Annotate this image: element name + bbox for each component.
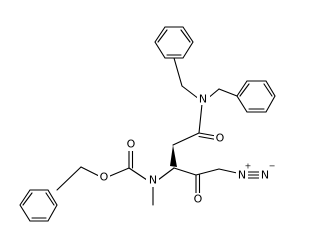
carbamate-nitrogen-label: N bbox=[149, 174, 157, 187]
amide-nitrogen-label: N bbox=[199, 93, 207, 106]
amide-oxygen-label: O bbox=[216, 132, 225, 145]
stereo-wedge-bond bbox=[170, 145, 177, 167]
chemical-structure-diagram: N O N O O O N + N − bbox=[19, 26, 276, 222]
benzene-ring-top-left bbox=[154, 26, 194, 59]
diazo-positive-charge: + bbox=[245, 162, 252, 171]
benzene-ring-bottom-left bbox=[19, 189, 58, 222]
diazo-negative-charge: − bbox=[269, 162, 276, 171]
ketone-oxygen-label: O bbox=[194, 193, 203, 206]
atom-labels: N O N O O O N + N − bbox=[98, 92, 275, 206]
carbamate-ester-oxygen-label: O bbox=[100, 171, 109, 184]
diazo-outer-nitrogen-label: N bbox=[261, 169, 269, 182]
diazo-inner-nitrogen-label: N bbox=[238, 169, 246, 182]
carbamate-carbonyl-oxygen-label: O bbox=[127, 138, 136, 151]
benzene-ring-top-right bbox=[236, 80, 276, 113]
